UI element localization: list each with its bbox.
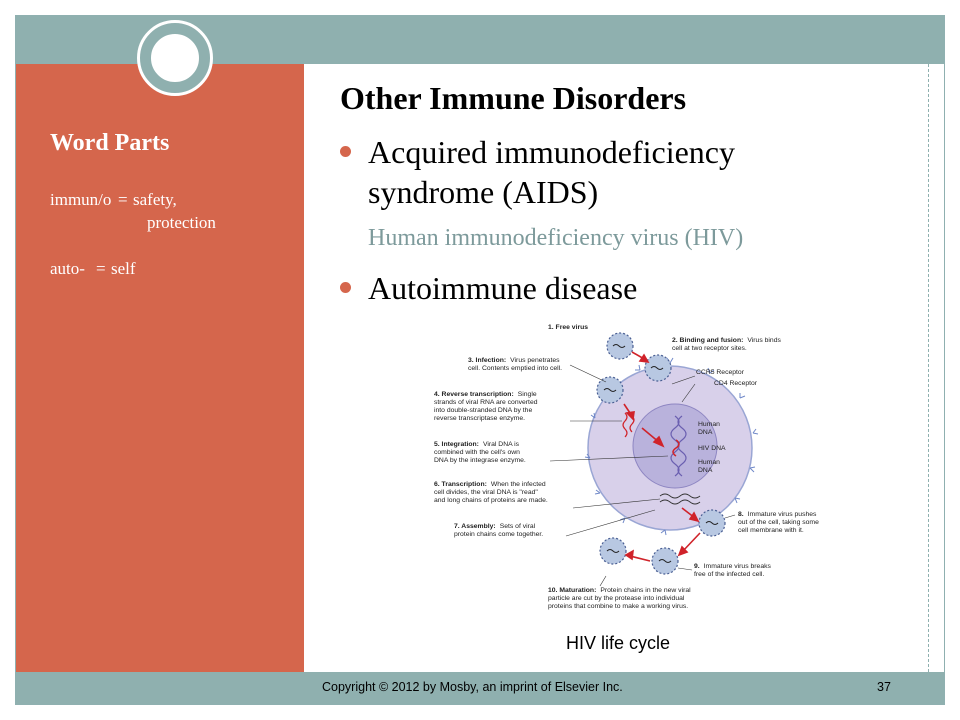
step-7-text: protein chains come together. bbox=[454, 531, 543, 538]
step-3-text: cell. Contents emptied into cell. bbox=[468, 365, 562, 372]
step-5-text: combined with the cell's own bbox=[434, 449, 520, 456]
step-3-label: 3. Infection: Virus penetrates bbox=[468, 349, 560, 366]
word-part-meaning: protection bbox=[147, 213, 216, 232]
virus-rna bbox=[612, 344, 626, 348]
human-dna-label: DNA bbox=[698, 467, 713, 474]
virus-rna bbox=[603, 388, 617, 392]
protein-chain-icon bbox=[659, 493, 701, 499]
cd4-receptor-label: CD4 Receptor bbox=[714, 380, 758, 387]
bullet-text: Acquired immunodeficiency bbox=[368, 134, 735, 170]
human-dna-label: Human bbox=[698, 459, 720, 466]
step-9-label: 9. Immature virus breaks bbox=[694, 555, 772, 572]
bullet-dot-icon bbox=[340, 282, 351, 293]
word-part-equals: = bbox=[118, 190, 128, 209]
cell-nucleus bbox=[632, 403, 718, 489]
virus-rna bbox=[658, 559, 672, 563]
binding-virus-icon bbox=[644, 354, 672, 382]
word-part-meaning: self bbox=[111, 259, 136, 278]
virus-rna bbox=[650, 366, 664, 370]
leader-lines bbox=[549, 364, 736, 587]
hiv-life-cycle-diagram: 1. Free virus 2. Binding and fusion: Vir… bbox=[434, 324, 819, 610]
word-parts-panel bbox=[16, 64, 304, 672]
word-part-meaning: safety, bbox=[133, 190, 177, 209]
step-6-text: cell divides, the viral DNA is "read" bbox=[434, 489, 538, 496]
step-2-label: 2. Binding and fusion: Virus binds bbox=[672, 329, 781, 346]
hiv-dna-label: HIV DNA bbox=[698, 445, 726, 452]
figure-caption: HIV life cycle bbox=[566, 633, 671, 653]
virus-rna bbox=[606, 549, 620, 553]
bottom-band bbox=[16, 672, 944, 704]
sub-bullet-hiv: Human immunodeficiency virus (HIV) bbox=[368, 225, 743, 252]
step-5-text: DNA by the integrase enzyme. bbox=[434, 457, 526, 464]
human-dna-label: Human bbox=[698, 421, 720, 428]
step-1-label: 1. Free virus bbox=[548, 324, 588, 331]
page-number: 37 bbox=[877, 680, 891, 694]
word-part-term: auto- bbox=[50, 259, 85, 278]
copyright-footer: Copyright © 2012 by Mosby, an imprint of… bbox=[322, 680, 623, 694]
step-10-text: proteins that combine to make a working … bbox=[548, 603, 688, 610]
human-dna-label: DNA bbox=[698, 429, 713, 436]
bullet-dot-icon bbox=[340, 146, 351, 157]
slide-title: Other Immune Disorders bbox=[340, 80, 687, 116]
word-part-term: immun/o bbox=[50, 190, 112, 209]
content-border-top bbox=[304, 63, 928, 64]
virus-rna bbox=[705, 521, 719, 525]
step-9-text: free of the infected cell. bbox=[694, 571, 764, 578]
hiv-dna-strand bbox=[672, 439, 680, 457]
step-4-text: strands of viral RNA are converted bbox=[434, 399, 538, 406]
ccr5-receptor-label: CCR5 Receptor bbox=[696, 369, 745, 376]
decorative-circle-core bbox=[155, 38, 195, 78]
step-8-text: out of the cell, taking some bbox=[738, 519, 819, 526]
step-10-label: 10. Maturation: Protein chains in the ne… bbox=[548, 579, 691, 596]
step-6-label: 6. Transcription: When the infected bbox=[434, 473, 546, 490]
step-8-label: 8. Immature virus pushes bbox=[738, 503, 817, 520]
virus-particles bbox=[596, 332, 726, 575]
step-10-text: particle are cut by the protease into in… bbox=[548, 595, 685, 602]
protein-chain-icon bbox=[659, 499, 701, 505]
step-4-text: reverse transcriptase enzyme. bbox=[434, 415, 525, 422]
free-virus-icon bbox=[606, 332, 634, 360]
sub-bullet-text: Human immunodeficiency virus (HIV) bbox=[368, 225, 744, 251]
word-part-equals: = bbox=[96, 259, 106, 278]
step-8-text: cell membrane with it. bbox=[738, 527, 804, 534]
viral-rna-icon bbox=[622, 412, 628, 438]
step-6-text: and long chains of proteins are made. bbox=[434, 497, 548, 504]
step-7-label: 7. Assembly: Sets of viral bbox=[454, 515, 536, 532]
step-5-label: 5. Integration: Viral DNA is bbox=[434, 433, 520, 450]
bullet-text: syndrome (AIDS) bbox=[368, 174, 599, 210]
word-parts-title: Word Parts bbox=[50, 130, 170, 156]
step-2-text: cell at two receptor sites. bbox=[672, 345, 747, 352]
bullet-text: Autoimmune disease bbox=[368, 270, 638, 306]
content-border-right bbox=[928, 64, 929, 672]
step-4-text: into double-stranded DNA by the bbox=[434, 407, 532, 414]
flow-arrows bbox=[623, 351, 701, 562]
step-4-label: 4. Reverse transcription: Single bbox=[434, 383, 537, 400]
